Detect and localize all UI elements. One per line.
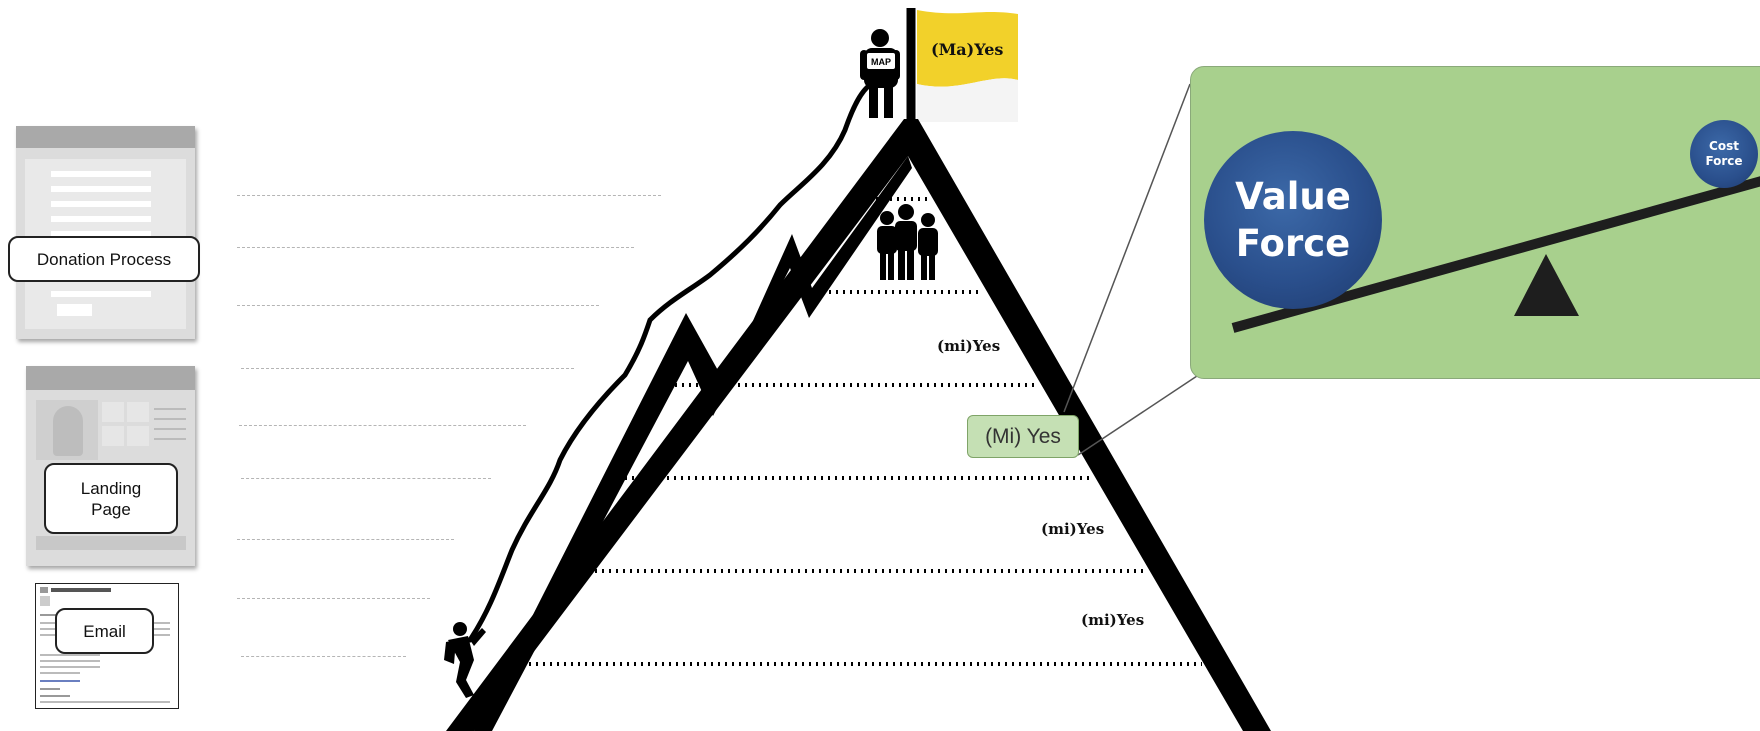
dashed-line bbox=[241, 478, 491, 479]
dashed-line bbox=[241, 656, 406, 657]
cost-force-line-2: Force bbox=[1705, 154, 1743, 168]
tier-label-2: (mi)Yes bbox=[1041, 520, 1105, 538]
value-force-line-1: Value bbox=[1235, 175, 1351, 218]
landing-line-2: Page bbox=[91, 499, 131, 519]
dashed-line bbox=[237, 539, 454, 540]
summit-hiker-icon bbox=[860, 29, 900, 118]
people-group-icon bbox=[877, 204, 938, 280]
tier-label-1: (mi)Yes bbox=[937, 337, 1001, 355]
dashed-line bbox=[241, 368, 574, 369]
cost-force-line-1: Cost bbox=[1709, 139, 1739, 153]
dashed-line bbox=[239, 425, 526, 426]
mountain-outline bbox=[446, 119, 1271, 731]
tier-lines bbox=[508, 197, 1202, 666]
email-label: Email bbox=[55, 608, 154, 654]
mi-yes-highlight: (Mi) Yes bbox=[967, 415, 1079, 458]
value-force-line-2: Force bbox=[1235, 222, 1351, 265]
mountain-ridge bbox=[474, 156, 912, 731]
summit-flag bbox=[917, 10, 1018, 122]
dashed-line bbox=[237, 247, 634, 248]
donation-process-label: Donation Process bbox=[8, 236, 200, 282]
climber-icon bbox=[444, 622, 486, 698]
callout-line-top bbox=[1063, 83, 1191, 413]
tier-label-3: (mi)Yes bbox=[1081, 611, 1145, 629]
climbing-route bbox=[467, 82, 873, 643]
email-text: Email bbox=[83, 621, 126, 641]
landing-line-1: Landing bbox=[80, 478, 142, 498]
dashed-line bbox=[237, 195, 661, 196]
map-sign-text: MAP bbox=[871, 57, 891, 67]
dashed-line bbox=[237, 305, 599, 306]
callout-line-bottom bbox=[1077, 375, 1198, 456]
summit-flag-text: (Ma)Yes bbox=[931, 40, 1004, 59]
seesaw-fulcrum bbox=[1514, 254, 1579, 316]
donation-process-text: Donation Process bbox=[36, 249, 172, 269]
dashed-line bbox=[237, 598, 430, 599]
